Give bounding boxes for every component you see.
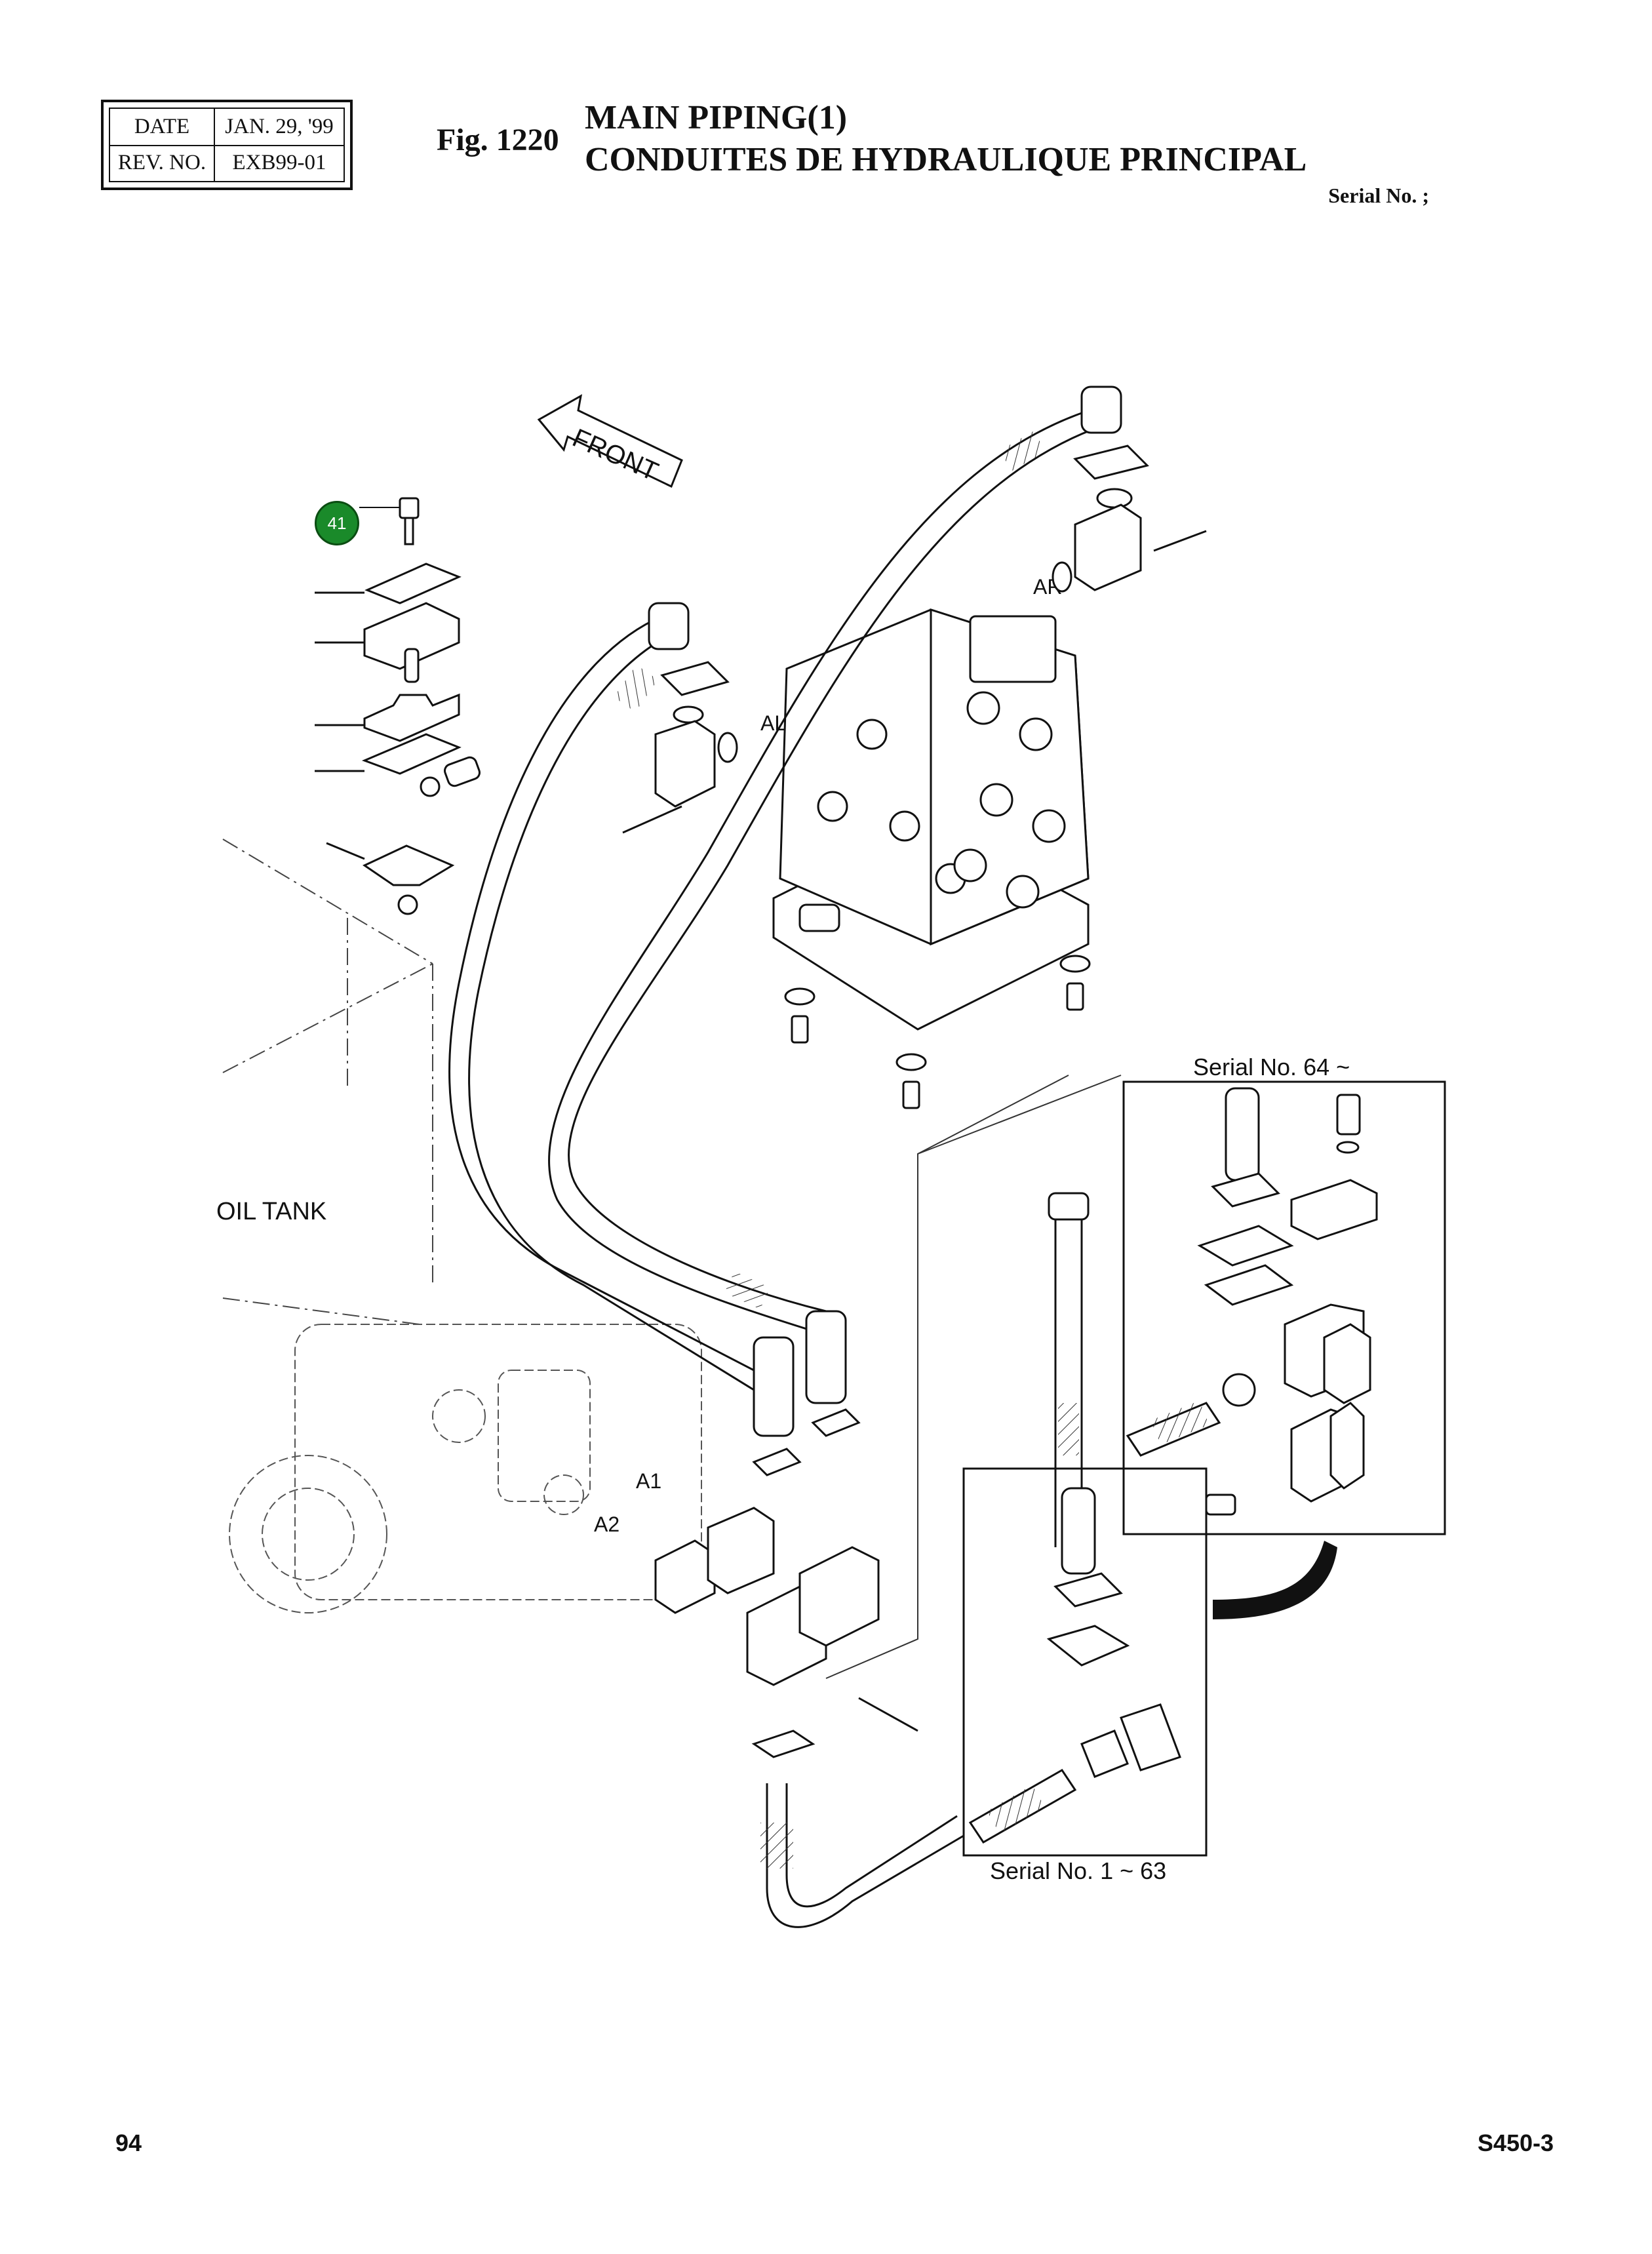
- detail-box-serial-1-63: [962, 1467, 1208, 1857]
- revision-value: EXB99-01: [232, 151, 326, 174]
- valve-mounting-bolts: [784, 955, 1091, 1109]
- flange-block-group-ar: [1052, 445, 1207, 593]
- lower-u-hose: [766, 1783, 964, 1928]
- port-a2-label: A2: [594, 1513, 620, 1536]
- detail-serial-64-label: Serial No. 64 ~: [1193, 1054, 1350, 1080]
- port-a1-label: A1: [636, 1469, 661, 1493]
- figure-number: Fig. 1220: [437, 123, 559, 157]
- lower-hose-hatch: [760, 1823, 793, 1868]
- oil-tank-label: OIL TANK: [216, 1198, 326, 1225]
- detail-callout-arrow: [1213, 1541, 1337, 1619]
- model-code: S450-3: [1477, 2129, 1554, 2156]
- date-value: JAN. 29, '99: [225, 115, 334, 138]
- date-row: DATE JAN. 29, '99: [110, 109, 344, 146]
- main-hose-1: [448, 615, 755, 1391]
- serial-number-header: Serial No. ;: [1328, 184, 1429, 207]
- oil-tank-outline: [222, 839, 433, 1325]
- page-number: 94: [115, 2129, 142, 2156]
- clamp-assembly: [315, 497, 481, 915]
- title-english: MAIN PIPING(1): [585, 99, 848, 136]
- revision-info-box: DATE JAN. 29, '99 REV. NO. EXB99-01: [101, 100, 353, 190]
- callout-41: 41: [315, 501, 359, 545]
- front-direction-arrow: FRONT: [537, 394, 683, 488]
- hose-hatch-3: [1000, 431, 1046, 471]
- hose-hatch-2: [724, 1271, 770, 1309]
- detail-box-serial-64: [1122, 1080, 1446, 1619]
- revision-label: REV. NO.: [110, 145, 215, 181]
- hose-hatch-1: [614, 664, 658, 713]
- flange-block-group-al: [622, 661, 738, 834]
- date-label: DATE: [110, 109, 215, 145]
- hydraulic-pump-outline: [229, 1324, 702, 1613]
- detail-serial-1-63-label: Serial No. 1 ~ 63: [990, 1857, 1166, 1884]
- revision-row: REV. NO. EXB99-01: [110, 145, 344, 181]
- vertical-hose-hatch: [1058, 1403, 1079, 1455]
- lower-manifold-blocks: [654, 1408, 918, 1758]
- revision-info-inner: DATE JAN. 29, '99 REV. NO. EXB99-01: [109, 108, 345, 182]
- title-french: CONDUITES DE HYDRAULIQUE PRINCIPAL: [585, 141, 1307, 178]
- assembly-lines: [825, 1075, 1122, 1679]
- main-hose-2: [548, 412, 1102, 1332]
- hose-fittings: [648, 386, 1122, 1437]
- control-valve-block: [772, 608, 1090, 1031]
